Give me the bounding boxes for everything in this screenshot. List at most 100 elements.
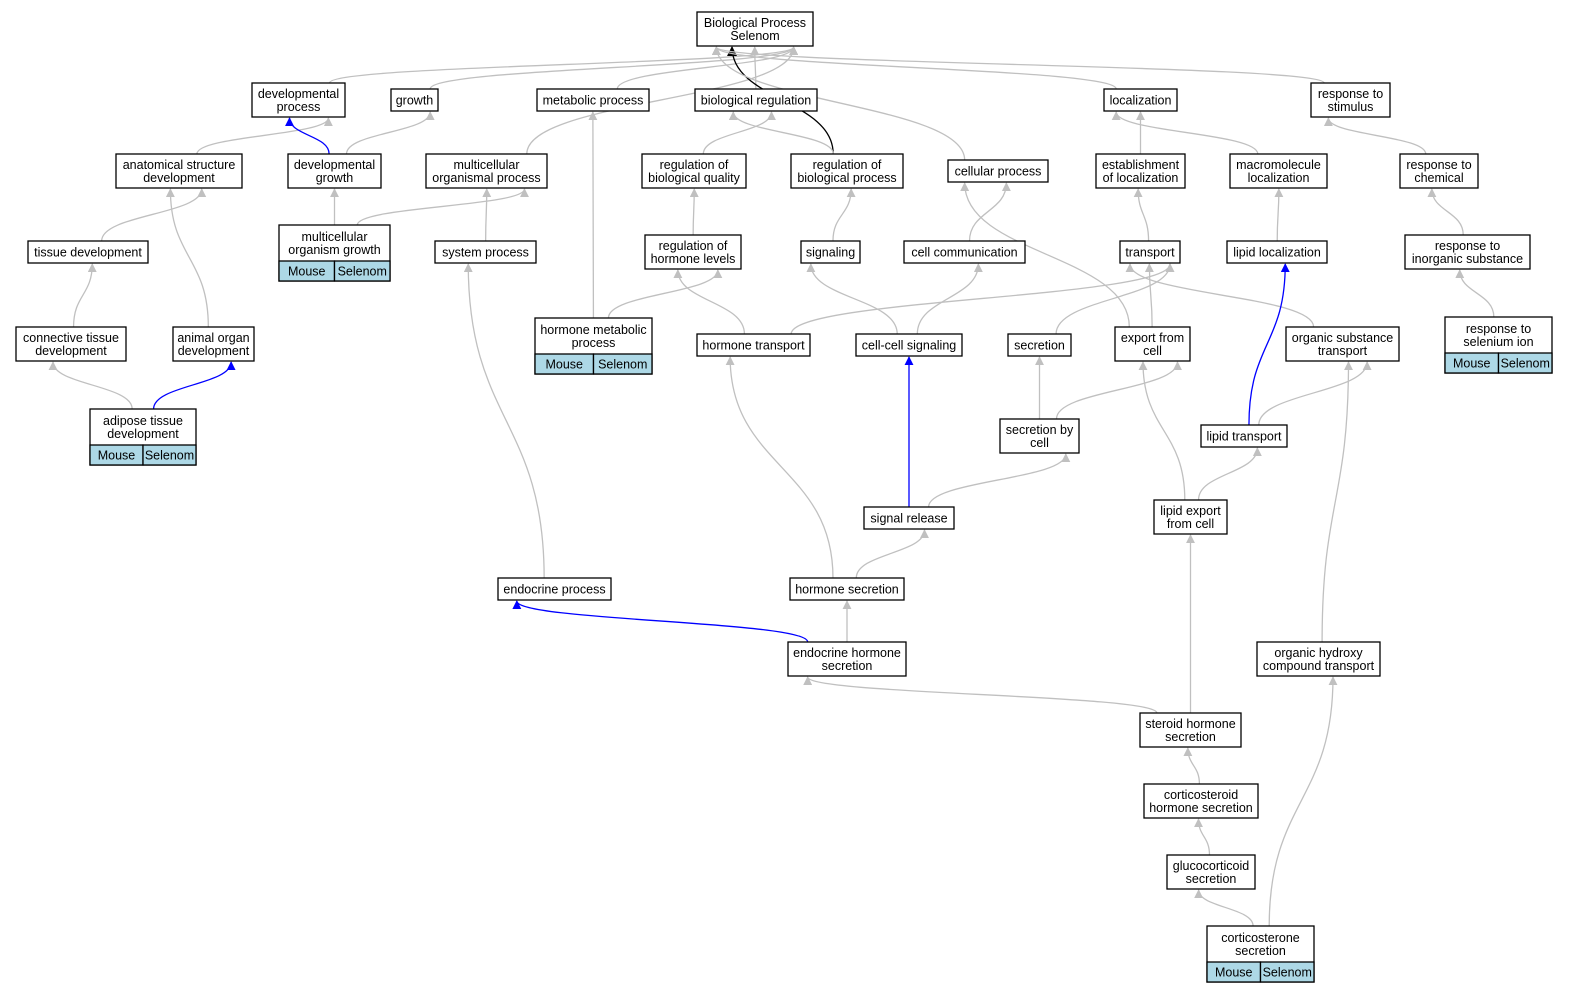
node-endocrine-proc[interactable]: endocrine process: [497, 577, 612, 601]
node-label: macromolecule: [1236, 158, 1321, 172]
edge-cc-signaling-to-cell-comm: [916, 263, 983, 335]
node-label: hormone transport: [702, 339, 805, 353]
node-label: secretion: [1235, 944, 1286, 958]
node-box: [1166, 854, 1256, 890]
node-label: hormone secretion: [795, 583, 899, 597]
node-tissue-dev[interactable]: tissue development: [27, 240, 149, 264]
node-label: cell: [1143, 344, 1162, 358]
node-signaling[interactable]: signaling: [800, 240, 861, 264]
edge-lipid-export-to-lipid-transport: [1197, 447, 1262, 501]
node-cell-proc[interactable]: cellular process: [947, 159, 1049, 183]
node-bio-reg[interactable]: biological regulation: [694, 88, 818, 112]
node-lipid-transport[interactable]: lipid transport: [1200, 424, 1288, 448]
node-transport[interactable]: transport: [1119, 240, 1181, 264]
node-box: [1095, 153, 1186, 189]
node-label: biological process: [797, 171, 896, 185]
node-signal-release[interactable]: signal release: [863, 506, 955, 530]
node-box: [1256, 641, 1381, 677]
edge-reg-horm-to-reg-qual: [689, 188, 699, 236]
node-label: secretion: [1165, 730, 1216, 744]
node-label: export from: [1121, 331, 1184, 345]
node-box: [855, 333, 963, 357]
node-label: process: [572, 336, 616, 350]
edge-cell-comm-to-cell-proc: [968, 182, 1011, 242]
species-cell: [333, 260, 391, 282]
species-label-mouse: Mouse: [545, 358, 583, 372]
node-box: [694, 88, 818, 112]
edge-export-cell-to-cell-proc: [960, 182, 1130, 328]
node-label: response to: [1435, 239, 1500, 253]
node-label: from cell: [1167, 517, 1214, 531]
node-box: [1200, 424, 1288, 448]
edge-cell-proc-to-root: [711, 46, 966, 161]
node-secretion[interactable]: secretion: [1007, 333, 1072, 357]
node-horm-secretion[interactable]: hormone secretion: [789, 577, 905, 601]
edge-system-proc-to-multi-org: [482, 188, 492, 242]
species-cell: [592, 353, 653, 375]
edge-horm-secretion-to-horm-transport: [725, 356, 834, 579]
edge-horm-secretion-to-signal-release: [855, 529, 929, 579]
node-horm-transport[interactable]: hormone transport: [696, 333, 811, 357]
node-box: [1139, 712, 1242, 748]
edge-anat-dev-to-dev-process: [196, 117, 333, 155]
node-localization[interactable]: localization: [1103, 88, 1178, 112]
edge-org-sub-transport-to-transport: [1125, 263, 1315, 328]
node-cell-comm[interactable]: cell communication: [903, 240, 1026, 264]
node-box: [1310, 82, 1391, 118]
node-cc-signaling[interactable]: cell-cell signaling: [855, 333, 963, 357]
edge-localization-to-root: [711, 46, 1117, 90]
node-metabolic[interactable]: metabolic process: [536, 88, 650, 112]
node-label: cell communication: [911, 246, 1017, 260]
node-label: cellular process: [955, 165, 1042, 179]
edge-cc-signaling-to-signaling: [806, 263, 898, 335]
node-growth[interactable]: growth: [390, 88, 439, 112]
edge-macro-loc-to-localization: [1111, 111, 1259, 155]
edge-dev-growth-to-dev-process: [285, 117, 330, 155]
node-lipid-loc[interactable]: lipid localization: [1226, 240, 1328, 264]
edge-adipose-to-conn-tissue: [48, 361, 133, 410]
node-label: selenium ion: [1463, 335, 1533, 349]
edge-lipid-export-to-export-cell: [1138, 361, 1186, 501]
node-box: [287, 153, 382, 189]
edge-lipid-transport-to-lipid-loc: [1248, 263, 1290, 426]
node-box: [1007, 333, 1072, 357]
edge-steroid-secr-to-endo-horm-secr: [803, 676, 1158, 714]
species-label-selenom: Selenom: [598, 358, 647, 372]
edge-secretion-to-transport: [1055, 263, 1175, 335]
node-system-proc[interactable]: system process: [434, 240, 537, 264]
node-label: hormone secretion: [1149, 801, 1253, 815]
node-box: [641, 153, 747, 189]
edge-resp-stim-to-root: [712, 46, 1325, 84]
node-label: Selenom: [730, 29, 779, 43]
node-box: [434, 240, 537, 264]
